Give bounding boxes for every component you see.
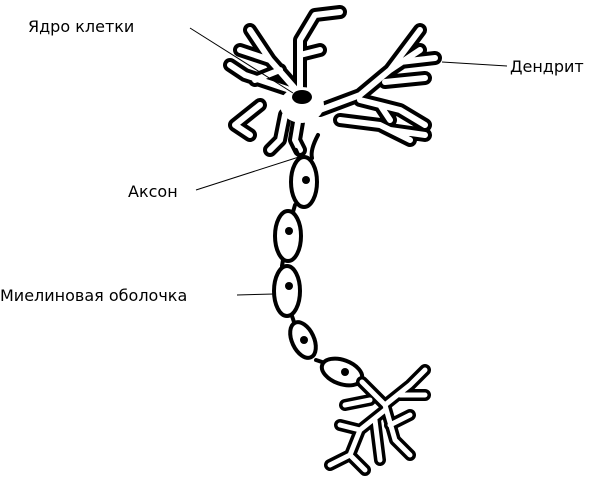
axon: [272, 133, 365, 388]
label-nucleus: Ядро клетки: [28, 17, 135, 36]
myelin-segment: [289, 155, 319, 209]
dendrites: [223, 5, 442, 157]
label-dendrite: Дендрит: [510, 57, 584, 76]
myelin-segment: [272, 264, 302, 318]
leader-line-axon: [195, 155, 303, 191]
axon-terminal: [324, 364, 431, 476]
leader-line-myelin: [236, 293, 275, 296]
leader-line-dendrite: [441, 61, 508, 67]
label-axon: Аксон: [128, 182, 178, 201]
myelin-segment: [288, 320, 318, 360]
myelin-segment: [273, 209, 303, 263]
leader-line-nucleus: [189, 27, 294, 94]
nucleus: [292, 90, 312, 104]
label-myelin: Миелиновая оболочка: [0, 286, 188, 305]
